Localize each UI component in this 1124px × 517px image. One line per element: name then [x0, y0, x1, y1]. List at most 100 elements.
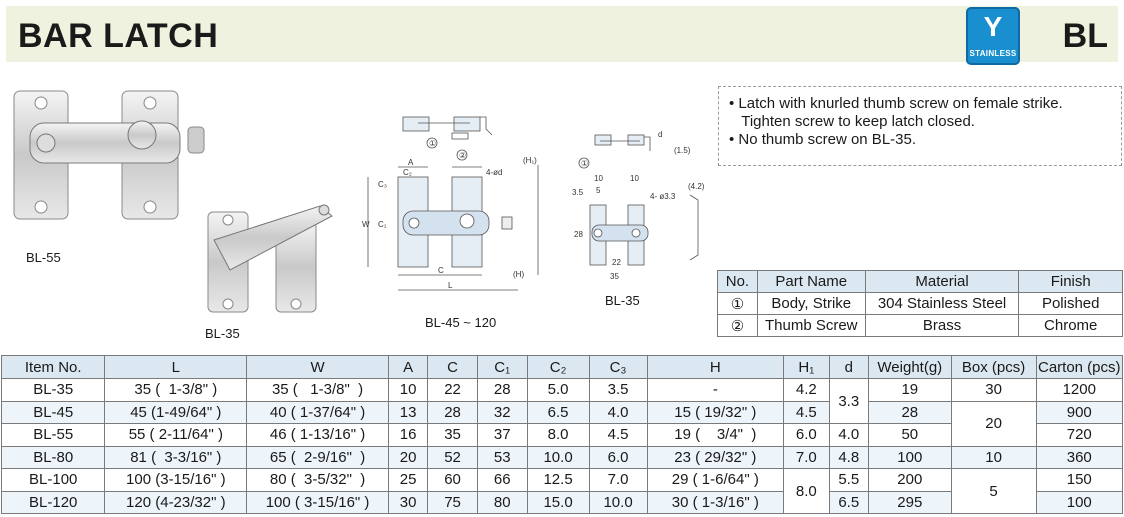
bl-35-photo	[207, 204, 333, 313]
spec-cell: 29 ( 1-6/64" )	[646, 468, 785, 492]
page-title: BAR LATCH	[18, 17, 219, 55]
spec-cell: 35 ( 1-3/8" )	[246, 378, 389, 402]
parts-header-cell: Material	[864, 270, 1020, 293]
dim-10: 10	[594, 174, 603, 183]
bl-55-photo	[13, 90, 205, 220]
spec-cell: 81 ( 3-3/16" )	[104, 445, 248, 469]
spec-cell: 100	[867, 445, 952, 469]
spec-cell: 25	[387, 468, 429, 492]
spec-cell: 55 ( 2-11/64" )	[104, 423, 248, 447]
dim-d: d	[658, 130, 662, 139]
parts-header-cell: Part Name	[756, 270, 866, 293]
spec-header-cell: Carton (pcs)	[1035, 355, 1124, 379]
dim-c1: C₁	[378, 220, 387, 229]
spec-header-cell: H	[646, 355, 785, 379]
dim-c3: C₃	[378, 180, 387, 189]
spec-row: BL-80 81 ( 3-3/16" ) 65 ( 2-9/16" ) 20 5…	[0, 445, 1124, 469]
spec-cell: 65 ( 2-9/16" )	[246, 445, 389, 469]
parts-table: No. Part Name Material Finish ① Body, St…	[717, 270, 1123, 337]
spec-cell: 360	[1035, 445, 1124, 469]
drawing-label-bl-35: BL-35	[605, 293, 640, 308]
spec-header-cell: W	[246, 355, 389, 379]
spec-header-cell: d	[828, 355, 869, 379]
spec-cell: 45 (1-49/64" )	[104, 400, 248, 424]
parts-cell: 304 Stainless Steel	[864, 292, 1020, 315]
dim-4-3-3: 4- ø3.3	[650, 192, 676, 201]
parts-cell: Body, Strike	[756, 292, 866, 315]
spec-cell: 40 ( 1-37/64" )	[246, 400, 389, 424]
spec-cell: 7.0	[783, 445, 830, 469]
spec-cell: 150	[1035, 468, 1124, 492]
dim-15: (1.5)	[674, 146, 691, 155]
spec-cell: -	[646, 378, 785, 402]
dim-w: W	[362, 220, 370, 229]
spec-table: Item No. L W A C C₁ C₂ C₃ H H₁ d Weight(…	[0, 355, 1124, 514]
spec-cell: 30	[950, 378, 1037, 402]
spec-header-cell: C	[427, 355, 478, 379]
spec-header-cell: Weight(g)	[867, 355, 952, 379]
spec-cell: 3.5	[588, 378, 648, 402]
spec-cell: 20	[950, 400, 1037, 447]
photo-label-bl-55: BL-55	[26, 250, 61, 265]
spec-cell: 900	[1035, 400, 1124, 424]
spec-row: BL-100 100 (3-15/16" ) 80 ( 3-5/32" ) 25…	[0, 468, 1124, 514]
parts-cell: Brass	[864, 314, 1020, 337]
spec-cell: 10.0	[588, 490, 648, 514]
parts-header-cell: Finish	[1018, 270, 1123, 293]
spec-header-cell: L	[104, 355, 248, 379]
spec-cell: 295	[867, 490, 952, 514]
spec-cell: 30 ( 1-3/16" )	[646, 490, 785, 514]
spec-cell: 53	[476, 445, 528, 469]
callout-1: ①	[429, 139, 436, 148]
spec-cell: 4.0	[588, 400, 648, 424]
dim-l: L	[448, 281, 453, 290]
notes-box: • Latch with knurled thumb screw on fema…	[718, 86, 1122, 166]
spec-cell: 80 ( 3-5/32" )	[246, 468, 389, 492]
spec-cell: 5.0	[526, 378, 590, 402]
spec-cell: 52	[427, 445, 478, 469]
spec-cell: 100 (3-15/16" )	[104, 468, 248, 492]
spec-cell: 30	[387, 490, 429, 514]
spec-cell: 50	[867, 423, 952, 447]
parts-cell: Thumb Screw	[756, 314, 866, 337]
note-line: • No thumb screw on BL-35.	[729, 131, 917, 148]
spec-cell: 28	[867, 400, 952, 424]
spec-cell: 23 ( 29/32" )	[646, 445, 785, 469]
drawing-bl-45-120: ① ② A C₂ 4-ød (H₁) C₃ C₁ W C L (H)	[362, 116, 539, 291]
spec-cell: 3.3	[828, 378, 869, 424]
spec-cell: 28	[476, 378, 528, 402]
spec-cell: 8.0	[783, 468, 830, 514]
spec-cell: 22	[427, 378, 478, 402]
spec-cell: 15.0	[526, 490, 590, 514]
spec-cell: 6.0	[588, 445, 648, 469]
spec-cell: BL-120	[0, 490, 106, 514]
drawing-label-bl-45-120: BL-45 ~ 120	[425, 315, 497, 330]
spec-header-cell: Box (pcs)	[950, 355, 1037, 379]
spec-cell: 1200	[1035, 378, 1124, 402]
spec-cell: 10	[387, 378, 429, 402]
spec-cell: 12.5	[526, 468, 590, 492]
parts-cell: Chrome	[1018, 314, 1123, 337]
spec-header-cell: C₂	[526, 355, 590, 379]
spec-cell: 19	[867, 378, 952, 402]
spec-cell: 60	[427, 468, 478, 492]
spec-cell: 16	[387, 423, 429, 447]
stainless-logo-icon: Y	[983, 11, 1003, 42]
spec-row: BL-45 45 (1-49/64" ) 40 ( 1-37/64" ) 13 …	[0, 400, 1124, 447]
dim-22: 22	[612, 258, 621, 267]
spec-header-cell: C₁	[476, 355, 528, 379]
callout-1b: ①	[581, 159, 588, 168]
spec-cell: 15 ( 19/32" )	[646, 400, 785, 424]
note-line: • Latch with knurled thumb screw on fema…	[729, 95, 1063, 112]
dim-3-5: 3.5	[572, 188, 584, 197]
spec-header-cell: A	[387, 355, 429, 379]
parts-cell: ②	[717, 314, 758, 337]
spec-header-cell: Item No.	[0, 355, 106, 379]
callout-2: ②	[459, 151, 466, 160]
parts-header-cell: No.	[717, 270, 758, 293]
badge-label: STAINLESS	[969, 49, 1017, 58]
dim-10b: 10	[630, 174, 639, 183]
parts-row: ② Thumb Screw Brass Chrome	[717, 314, 1123, 337]
product-code: BL	[1062, 17, 1108, 55]
spec-row: BL-35 35 ( 1-3/8" ) 35 ( 1-3/8" ) 10 22 …	[0, 378, 1124, 424]
